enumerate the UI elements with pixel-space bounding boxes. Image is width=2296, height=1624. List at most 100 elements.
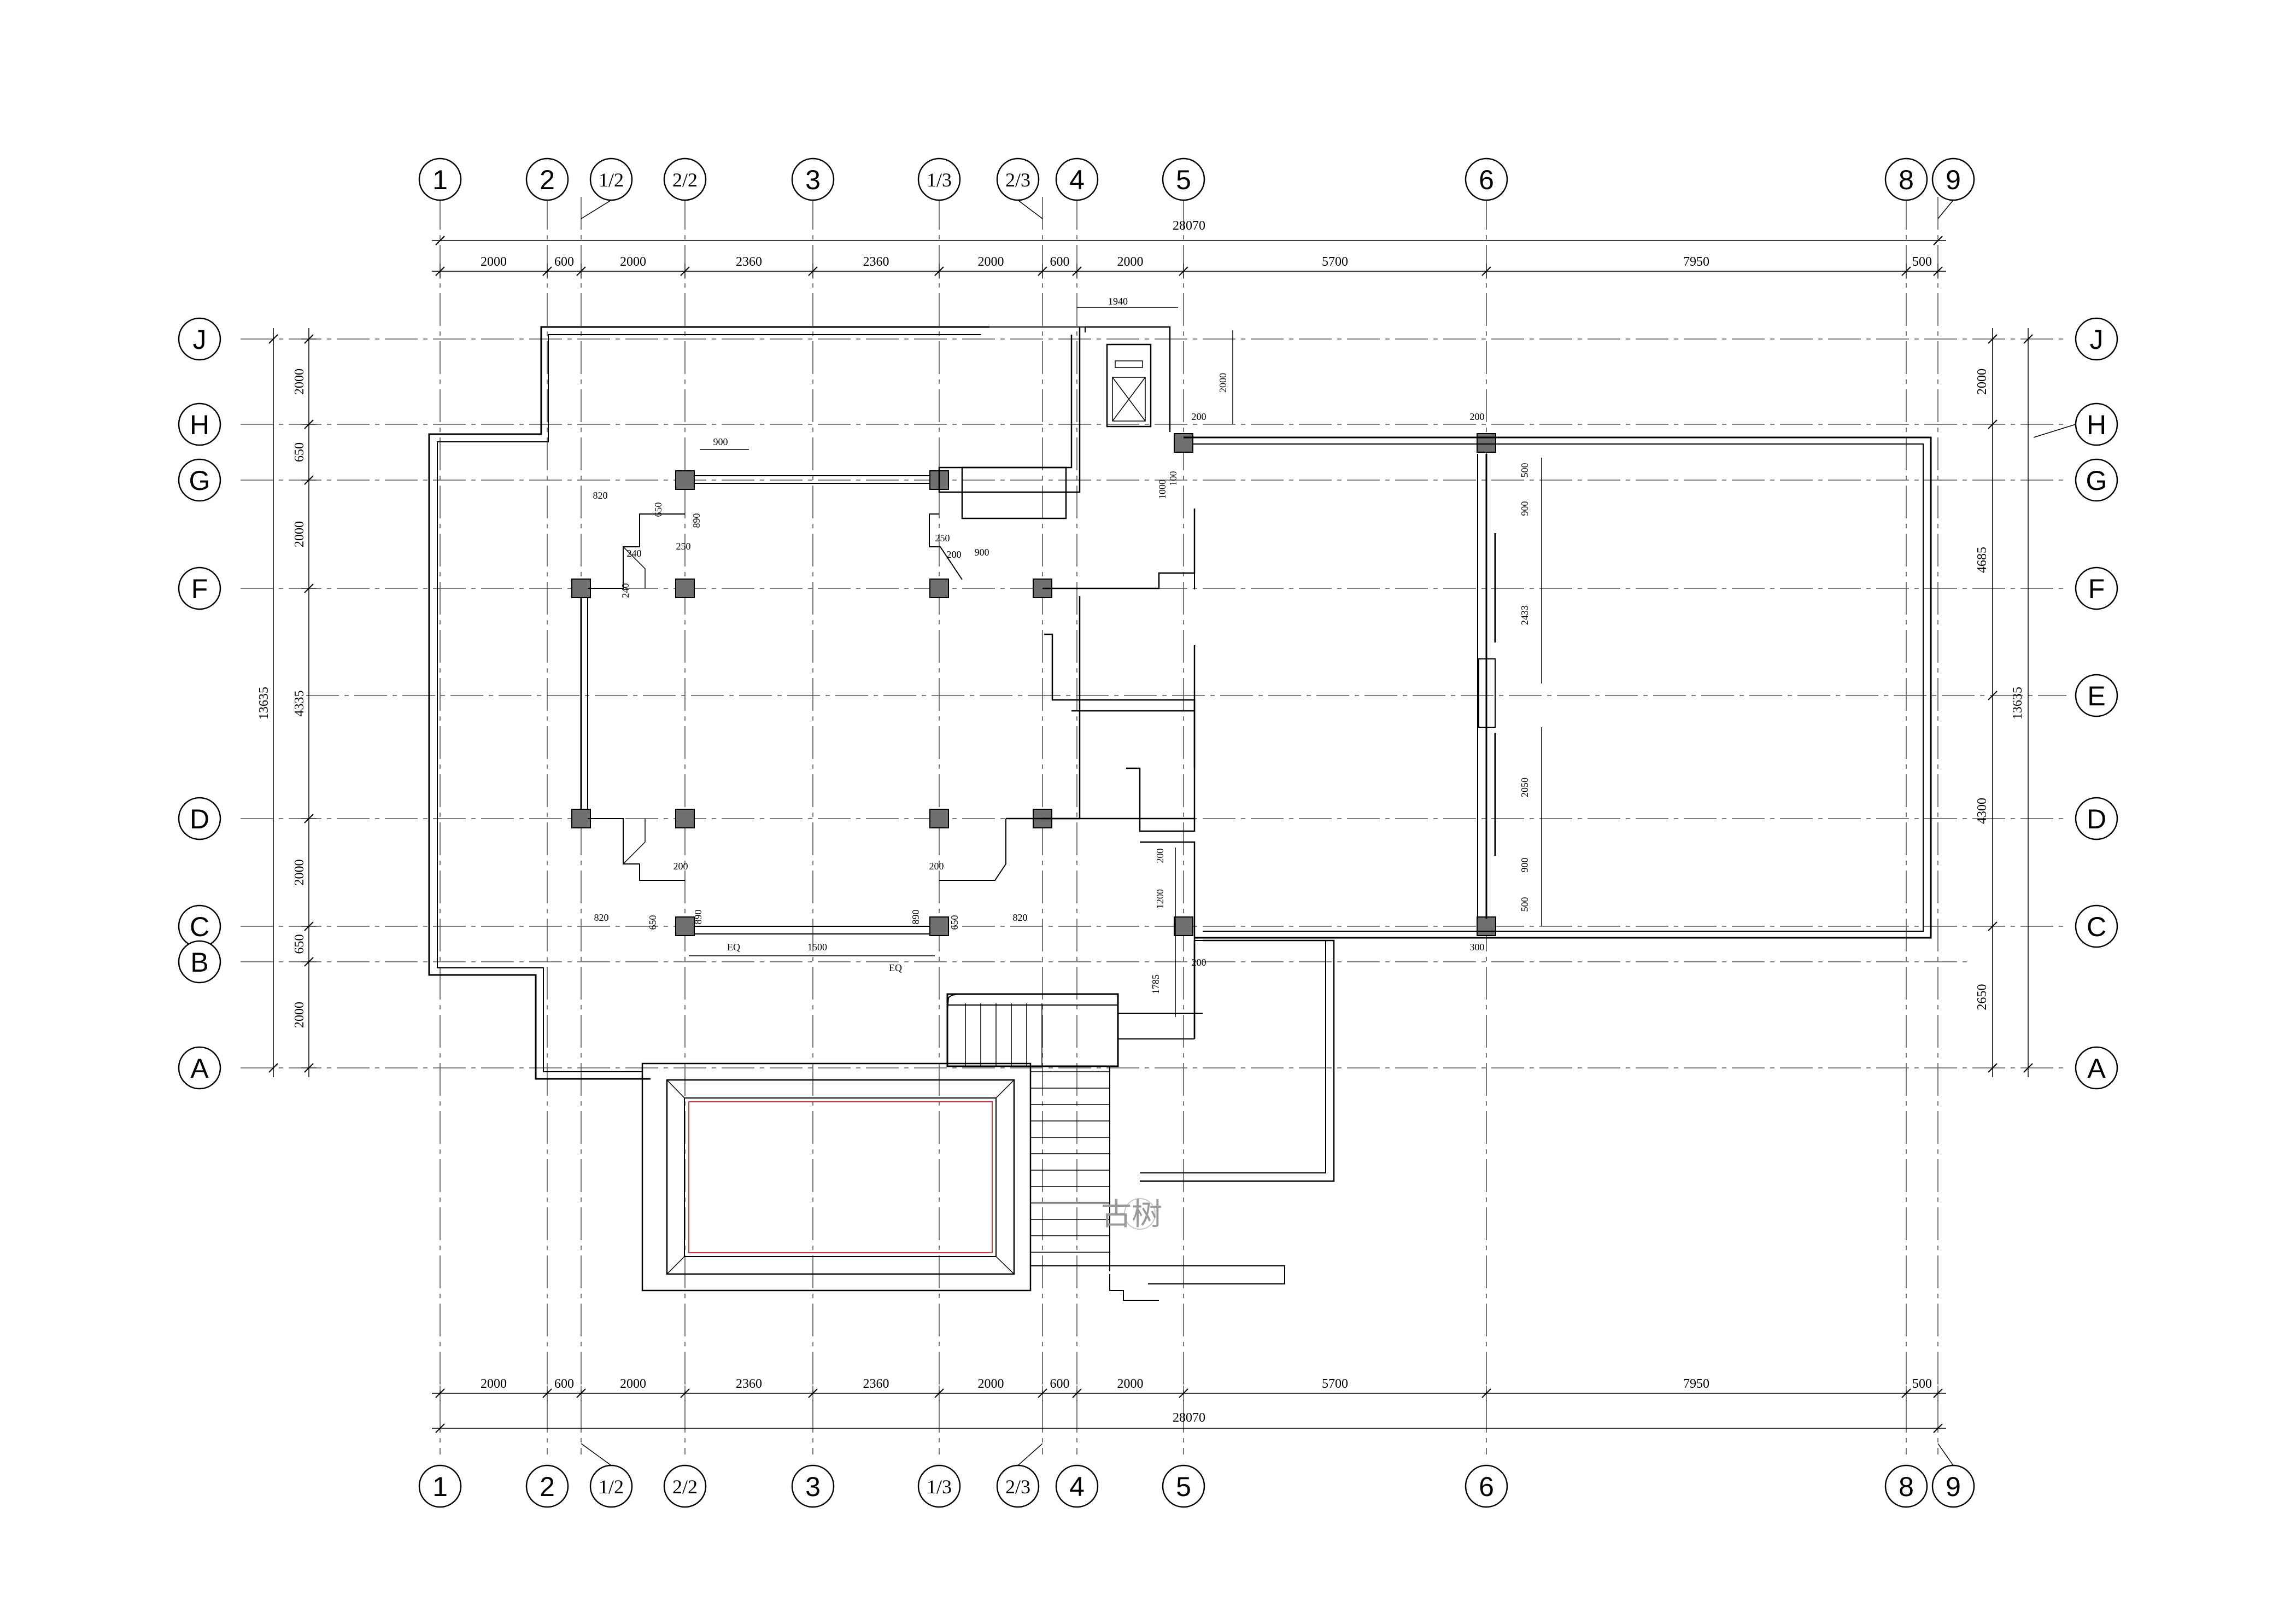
row-bubble-left-J-label: J (193, 324, 207, 355)
walls (428, 307, 1932, 1301)
bottom-dim-seg-3: 2360 (736, 1377, 762, 1391)
row-bubble-right-J: J (2075, 317, 2118, 361)
left-dim-seg-6: 2000 (292, 1002, 307, 1028)
structural-column-2 (929, 579, 949, 598)
row-bubble-right-G-circle (2075, 458, 2118, 502)
core-mid-wall (1042, 509, 1196, 589)
column-bubble-bottom-4-label: 3 (805, 1471, 821, 1502)
pavilion-nw-diag (623, 546, 646, 588)
row-bubble-left-F-label: F (191, 574, 208, 604)
row-bubble-left-D-label: D (190, 804, 209, 834)
row-bubble-right-F-label: F (2088, 574, 2105, 604)
elevator-shaft (1106, 343, 1152, 428)
terrace-outline-inner (437, 334, 981, 1072)
row-bubble-left-B-circle (178, 940, 221, 984)
core-lower-wall (1006, 767, 1196, 832)
structural-column-0 (571, 579, 591, 598)
core-lower-right (1140, 841, 1196, 1039)
core-top (1085, 326, 1171, 432)
structural-column-8 (675, 470, 695, 490)
left-dim-seg-1: 650 (292, 442, 307, 462)
bottom-dim-seg-5: 2000 (978, 1377, 1004, 1391)
column-bubble-top-3-label: 2/2 (672, 169, 698, 191)
row-bubble-right-H: H (2075, 402, 2118, 446)
column-bubble-top-11: 9 (1931, 157, 1975, 201)
pool-surround (641, 1062, 1032, 1292)
right-dim-seg-1: 4685 (1975, 547, 1989, 573)
column-bubble-top-9-circle (1465, 157, 1508, 201)
column-bubble-top-6-label: 2/3 (1005, 169, 1030, 191)
stair-top-group (946, 993, 1119, 1067)
interior-dim-d300: 300 (1470, 942, 1485, 953)
column-bubble-top-5: 1/3 (917, 157, 961, 201)
row-bubble-left-J: J (178, 317, 221, 361)
interior-dim-d900b: 900 (975, 547, 989, 558)
core-wall-b (1071, 645, 1196, 820)
interior-dim-d2050: 2050 (1519, 778, 1530, 797)
interior-dim-d200c: 200 (947, 549, 962, 560)
column-bubble-top-8-circle (1162, 157, 1205, 201)
interior-dim-d1785: 1785 (1150, 974, 1161, 994)
interior-dim-d890c: 890 (910, 910, 921, 925)
pool-coping (684, 1097, 997, 1257)
column-bubble-bottom-7-circle (1055, 1464, 1099, 1508)
pool-water-edge (688, 1101, 993, 1253)
column-bubble-top-8: 5 (1162, 157, 1205, 201)
pavilion-sw-corner (588, 818, 685, 881)
pavilion-se-corner (939, 819, 1006, 881)
row-bubble-left-G-label: G (189, 465, 210, 496)
row-bubble-right-H-label: H (2087, 410, 2106, 440)
row-bubble-right-C: C (2075, 904, 2118, 948)
interior-dim-d200g: 200 (1155, 849, 1165, 863)
column-bubble-bottom-4: 3 (791, 1464, 835, 1508)
column-bubble-bottom-2-circle (589, 1464, 633, 1508)
structural-column-14 (1174, 916, 1193, 936)
column-bubble-bottom-8: 5 (1162, 1464, 1205, 1508)
column-bubble-bottom-0-label: 1 (432, 1471, 448, 1502)
right-dim-seg-0: 2000 (1975, 369, 1989, 395)
column-bubble-top-0: 1 (418, 157, 462, 201)
column-bubble-bottom-8-label: 5 (1176, 1471, 1191, 1502)
column-bubble-bottom-2-label: 1/2 (599, 1476, 624, 1498)
row-bubble-left-F-circle (178, 566, 221, 610)
interior-dim-eq2: EQ (889, 962, 902, 973)
row-bubble-left-A-circle (178, 1046, 221, 1090)
row-bubble-right-E-label: E (2087, 681, 2105, 711)
top-dim-seg-3: 2360 (736, 255, 762, 269)
interior-dim-eq1: EQ (727, 942, 740, 953)
row-bubble-right-A: A (2075, 1046, 2118, 1090)
column-bubble-top-4-circle (791, 157, 835, 201)
row-bubble-right-E: E (2075, 674, 2118, 717)
top-dim-total: 28070 (1173, 219, 1205, 233)
column-bubble-top-1-circle (525, 157, 569, 201)
interior-dim-d1000: 1000 (1157, 480, 1168, 499)
column-bubble-top-2-label: 1/2 (599, 169, 624, 191)
row-bubble-right-F-circle (2075, 566, 2118, 610)
watermark: 古树 (1101, 1197, 1162, 1232)
bottom-dim-seg-9: 7950 (1683, 1377, 1709, 1391)
row-bubble-left-G: G (178, 458, 221, 502)
top-dim-seg-6: 600 (1050, 255, 1070, 269)
row-bubble-left-J-circle (178, 317, 221, 361)
column-bubble-bottom-5-label: 1/3 (927, 1476, 952, 1498)
row-bubble-right-G: G (2075, 458, 2118, 502)
top-dim-seg-2: 2000 (620, 255, 646, 269)
interior-dim-d250b: 250 (935, 533, 950, 544)
interior-dim-d900a: 900 (713, 436, 728, 447)
row-bubble-right-D-label: D (2087, 804, 2106, 834)
column-bubble-bottom-10-circle (1884, 1464, 1928, 1508)
interior-dim-d250a: 250 (676, 541, 691, 552)
column-bubble-top-4-label: 3 (805, 165, 821, 195)
column-bubble-top-0-circle (418, 157, 462, 201)
column-bubble-top-5-label: 1/3 (927, 169, 952, 191)
bottom-dim-seg-8: 5700 (1322, 1377, 1348, 1391)
row-bubble-left-H: H (178, 402, 221, 446)
column-bubble-bottom-9: 6 (1465, 1464, 1508, 1508)
column-bubble-bottom-1-circle (525, 1464, 569, 1508)
column-bubble-top-11-label: 9 (1946, 165, 1961, 195)
interior-dim-d500a: 500 (1519, 463, 1530, 478)
interior-dim-d200d: 200 (673, 861, 688, 872)
terrace-outline-outer (428, 326, 989, 1080)
elevator-door (1115, 360, 1143, 368)
